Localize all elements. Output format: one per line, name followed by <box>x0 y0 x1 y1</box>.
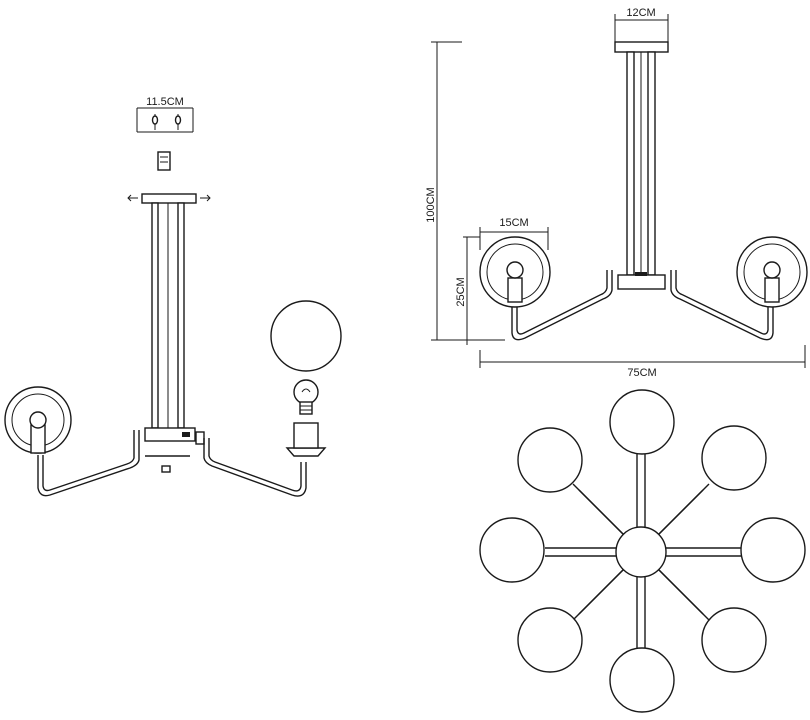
canopy <box>614 41 669 53</box>
hub <box>144 427 196 442</box>
globe <box>609 647 675 713</box>
left-arm-with-globe <box>4 386 140 497</box>
total-height-label: 100CM <box>425 187 437 222</box>
front-elevation-view: 12CM 1 <box>425 7 808 379</box>
terminal-block <box>157 151 171 171</box>
socket-cup <box>285 447 327 457</box>
right-arm-with-globe <box>670 236 808 341</box>
ceiling-bracket <box>127 193 211 204</box>
hub <box>617 274 666 290</box>
screws-icon <box>151 114 182 130</box>
exploded-assembly-view: 11.5CM <box>4 96 342 497</box>
glass-globe <box>270 300 342 372</box>
globe-diameter-label: 15CM <box>499 217 528 229</box>
socket <box>293 422 319 449</box>
globe <box>740 517 806 583</box>
globe <box>701 425 767 491</box>
globe <box>609 389 675 455</box>
globe <box>701 607 767 673</box>
width-dimension: 75CM <box>479 345 806 379</box>
globe-dimension: 15CM <box>479 217 549 250</box>
globe <box>517 427 583 493</box>
mount-dimension: 11.5CM <box>136 96 194 133</box>
globe <box>517 607 583 673</box>
canopy-dimension: 12CM <box>614 7 669 42</box>
height-dimension: 100CM <box>425 41 505 341</box>
right-arm-exploded <box>195 422 327 497</box>
arm-height-label: 25CM <box>455 277 467 306</box>
top-view <box>479 389 806 713</box>
globe <box>479 517 545 583</box>
canopy-width-label: 12CM <box>626 7 655 19</box>
suspension-rods <box>151 202 185 429</box>
hub-screw <box>161 465 171 473</box>
bulb-icon <box>293 379 319 415</box>
left-arm-with-globe <box>479 236 613 341</box>
arm-height-dimension: 25CM <box>455 236 480 345</box>
center-hub <box>615 526 667 578</box>
total-width-label: 75CM <box>627 367 656 379</box>
rod <box>626 51 635 276</box>
mount-width-label: 11.5CM <box>146 96 184 108</box>
rod <box>647 51 656 276</box>
